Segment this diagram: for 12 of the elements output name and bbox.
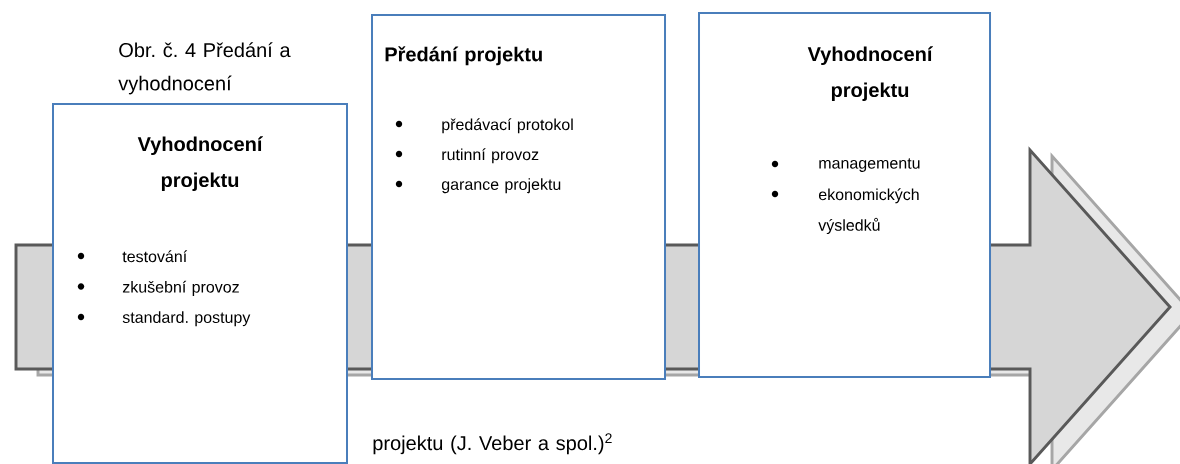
box-heading: Vyhodnocení projektu	[807, 46, 933, 102]
bullet-item: managementu	[819, 158, 920, 172]
bullet-item: standard. postupy	[122, 311, 251, 327]
bullet-item: zkušební provoz	[122, 280, 239, 296]
box-heading: Vyhodnocení projektu	[137, 136, 263, 192]
bullet-item: ekonomických výsledků	[818, 188, 919, 235]
bullet-item: garance projektu	[441, 178, 561, 194]
bullet-item: rutinní provoz	[442, 148, 539, 164]
caption-text: projektu (J. Veber a spol.)$^{2}$	[373, 433, 612, 455]
bullet-item: předávací protokol	[442, 118, 573, 134]
box-heading: Předání projektu	[385, 46, 542, 66]
bullet-item: testování	[122, 250, 188, 263]
